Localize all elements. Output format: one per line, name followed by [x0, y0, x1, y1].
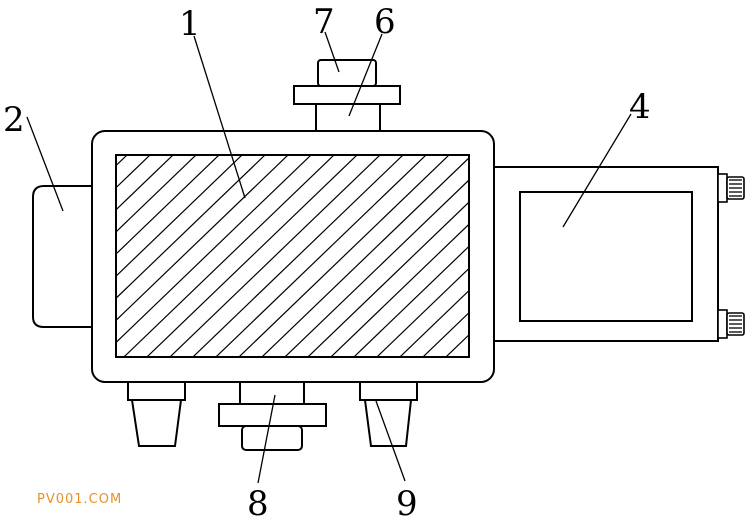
hatch-line — [116, 155, 266, 300]
hatch-line — [330, 223, 469, 357]
hatch-line — [192, 155, 404, 357]
hatch-line — [215, 155, 427, 357]
hatch-line — [376, 267, 469, 357]
hatch-line — [307, 201, 469, 357]
leader-9 — [375, 400, 406, 482]
hatch-line — [116, 155, 220, 255]
main-body — [91, 130, 495, 383]
hatch-line — [422, 311, 469, 357]
hatched-panel-fill — [116, 155, 469, 357]
part-label-2: 2 — [3, 100, 25, 140]
part-label-4: 4 — [629, 87, 651, 127]
part-label-1: 1 — [179, 4, 201, 44]
leader-6 — [348, 33, 383, 117]
hatch-line — [284, 179, 469, 357]
hatch-line — [116, 155, 174, 211]
leader-2 — [26, 116, 64, 212]
hatch-line — [146, 155, 358, 357]
part-label-6: 6 — [374, 2, 396, 42]
part-label-9: 9 — [396, 484, 418, 524]
hatch-line — [238, 155, 450, 357]
part-label-7: 7 — [313, 2, 335, 42]
hatch-line — [116, 155, 197, 233]
bottom-right-bolt — [717, 309, 745, 339]
hatch-line — [116, 155, 312, 344]
hatch-line — [116, 155, 289, 322]
leader-7 — [324, 31, 340, 73]
hatch-line — [116, 155, 151, 189]
hatch-line — [169, 155, 381, 357]
top-connector-cap — [317, 59, 377, 87]
hatched-panel — [115, 154, 470, 358]
hatch-line — [445, 333, 469, 357]
leader-8 — [257, 394, 276, 484]
right-box-window — [519, 191, 693, 322]
left-end-cap — [32, 185, 93, 328]
hatch-line — [116, 155, 243, 277]
leader-1 — [193, 35, 246, 199]
leader-4 — [562, 113, 632, 228]
top-right-bolt — [717, 173, 745, 203]
top-connector-neck — [315, 103, 381, 132]
hatch-line — [261, 157, 469, 357]
hatch-line — [353, 245, 469, 357]
watermark: PV001.COM — [37, 492, 122, 507]
hatch-line — [399, 289, 469, 357]
part-label-8: 8 — [247, 484, 269, 524]
top-connector-flange — [293, 85, 401, 105]
bottom-middle-connector — [218, 379, 327, 451]
bottom-left-nozzle — [127, 379, 186, 447]
hatch-line — [123, 155, 335, 357]
